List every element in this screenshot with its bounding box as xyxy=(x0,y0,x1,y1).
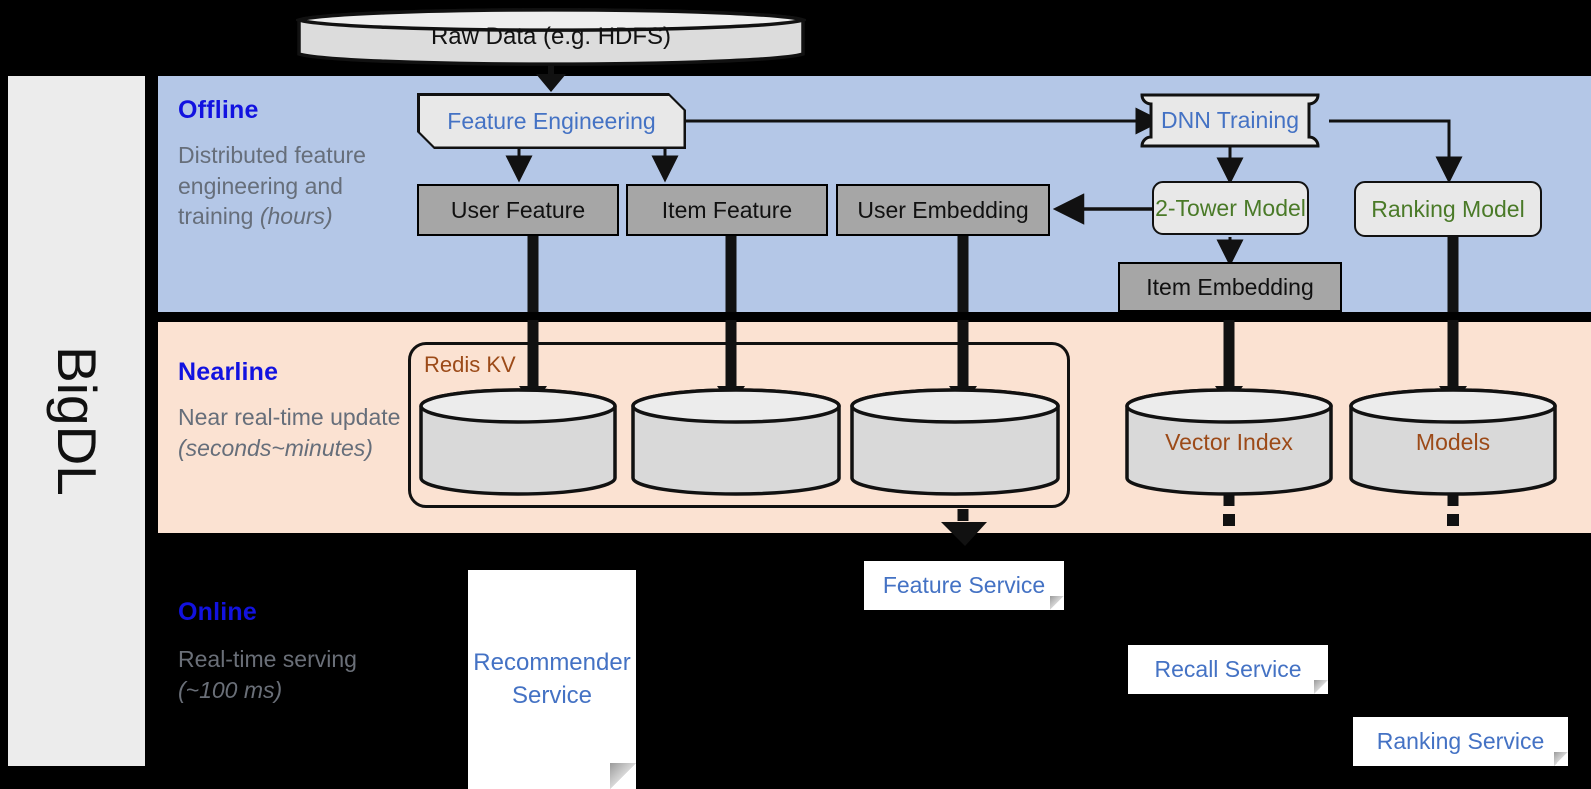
nearline-title: Nearline xyxy=(178,358,279,386)
two-tower-model-box[interactable]: 2-Tower Model xyxy=(1152,181,1309,235)
recommender-service-card[interactable]: Recommender Service xyxy=(468,570,636,789)
user-embedding-store[interactable] xyxy=(849,388,1061,496)
ranking-model-label: Ranking Model xyxy=(1371,195,1525,222)
ranking-service-card[interactable]: Ranking Service xyxy=(1353,717,1568,766)
online-title: Online xyxy=(178,598,257,626)
user-embedding-box[interactable]: User Embedding xyxy=(836,184,1050,236)
ranking-model-box[interactable]: Ranking Model xyxy=(1354,181,1542,237)
recommender-service-label: Recommender Service xyxy=(473,649,631,709)
feature-engineering-label: Feature Engineering xyxy=(420,96,684,147)
online-subtitle-text: Real-time serving xyxy=(178,646,357,672)
offline-subtitle-text: Distributed feature engineering and trai… xyxy=(178,142,366,230)
offline-subtitle: Distributed feature engineering and trai… xyxy=(178,140,393,232)
models-store[interactable]: Models xyxy=(1348,388,1558,496)
dnn-training-label: DNN Training xyxy=(1160,107,1300,133)
online-subtitle: Real-time serving (~100 ms) xyxy=(178,644,388,705)
feature-service-label: Feature Service xyxy=(882,571,1046,598)
nearline-subtitle: Near real-time update (seconds~minutes) xyxy=(178,402,418,463)
recall-service-label: Recall Service xyxy=(1154,655,1302,682)
page-fold-icon xyxy=(1554,752,1568,766)
bigdl-label: BigDL xyxy=(45,346,108,496)
item-embedding-box[interactable]: Item Embedding xyxy=(1118,262,1342,312)
feature-service-card[interactable]: Feature Service xyxy=(864,561,1064,610)
recall-service-card[interactable]: Recall Service xyxy=(1128,645,1328,694)
user-embedding-label: User Embedding xyxy=(857,196,1029,223)
page-fold-icon xyxy=(610,763,636,789)
redis-kv-container xyxy=(408,342,1070,508)
dnn-training-node[interactable]: DNN Training xyxy=(1132,93,1328,148)
page-fold-icon xyxy=(1314,680,1328,694)
feature-engineering-node[interactable]: Feature Engineering xyxy=(417,93,686,149)
user-feature-box[interactable]: User Feature xyxy=(417,184,619,236)
nearline-subtitle-em: (seconds~minutes) xyxy=(178,434,373,461)
offline-title: Offline xyxy=(178,96,259,124)
vector-index-label: Vector Index xyxy=(1165,428,1293,455)
bigdl-sidebar: BigDL xyxy=(8,76,145,766)
ranking-service-label: Ranking Service xyxy=(1376,727,1545,754)
user-feature-label: User Feature xyxy=(450,196,586,223)
two-tower-model-label: 2-Tower Model xyxy=(1155,194,1306,221)
item-feature-box[interactable]: Item Feature xyxy=(626,184,828,236)
offline-subtitle-em: (hours) xyxy=(259,203,333,230)
raw-data-label: Raw Data (e.g. HDFS) xyxy=(430,23,672,50)
item-feature-store[interactable] xyxy=(630,388,842,496)
user-feature-store[interactable] xyxy=(418,388,618,496)
item-embedding-label: Item Embedding xyxy=(1146,273,1314,300)
page-fold-icon xyxy=(1050,596,1064,610)
models-label: Models xyxy=(1415,428,1491,455)
item-feature-label: Item Feature xyxy=(661,196,793,223)
redis-kv-label: Redis KV xyxy=(424,352,516,377)
vector-index-store[interactable]: Vector Index xyxy=(1124,388,1334,496)
raw-data-store[interactable]: Raw Data (e.g. HDFS) xyxy=(296,6,806,68)
nearline-subtitle-text: Near real-time update xyxy=(178,404,401,430)
online-subtitle-em: (~100 ms) xyxy=(178,676,283,703)
